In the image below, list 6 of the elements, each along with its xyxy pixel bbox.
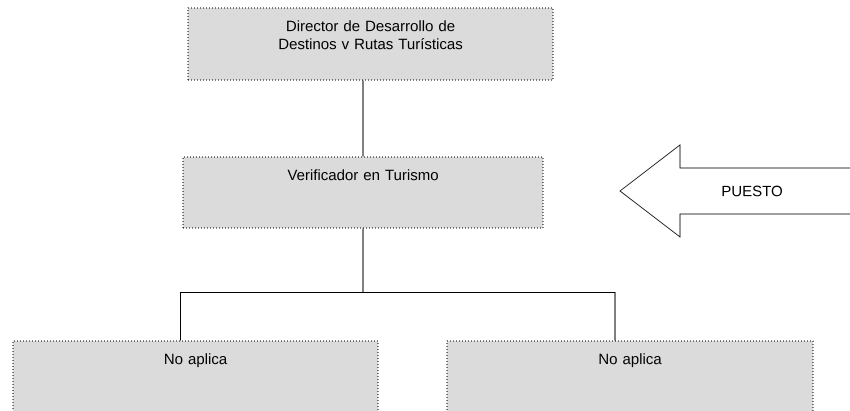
process-box: Director de Desarrollo de Destinos v Rutas Turísticas: [188, 8, 554, 80]
connector-line: [180, 228, 616, 341]
process-box: Verificador en Turismo: [182, 156, 544, 228]
connector-line: [362, 80, 364, 157]
process-box: No aplica: [12, 340, 378, 411]
process-box: No aplica: [446, 340, 814, 411]
